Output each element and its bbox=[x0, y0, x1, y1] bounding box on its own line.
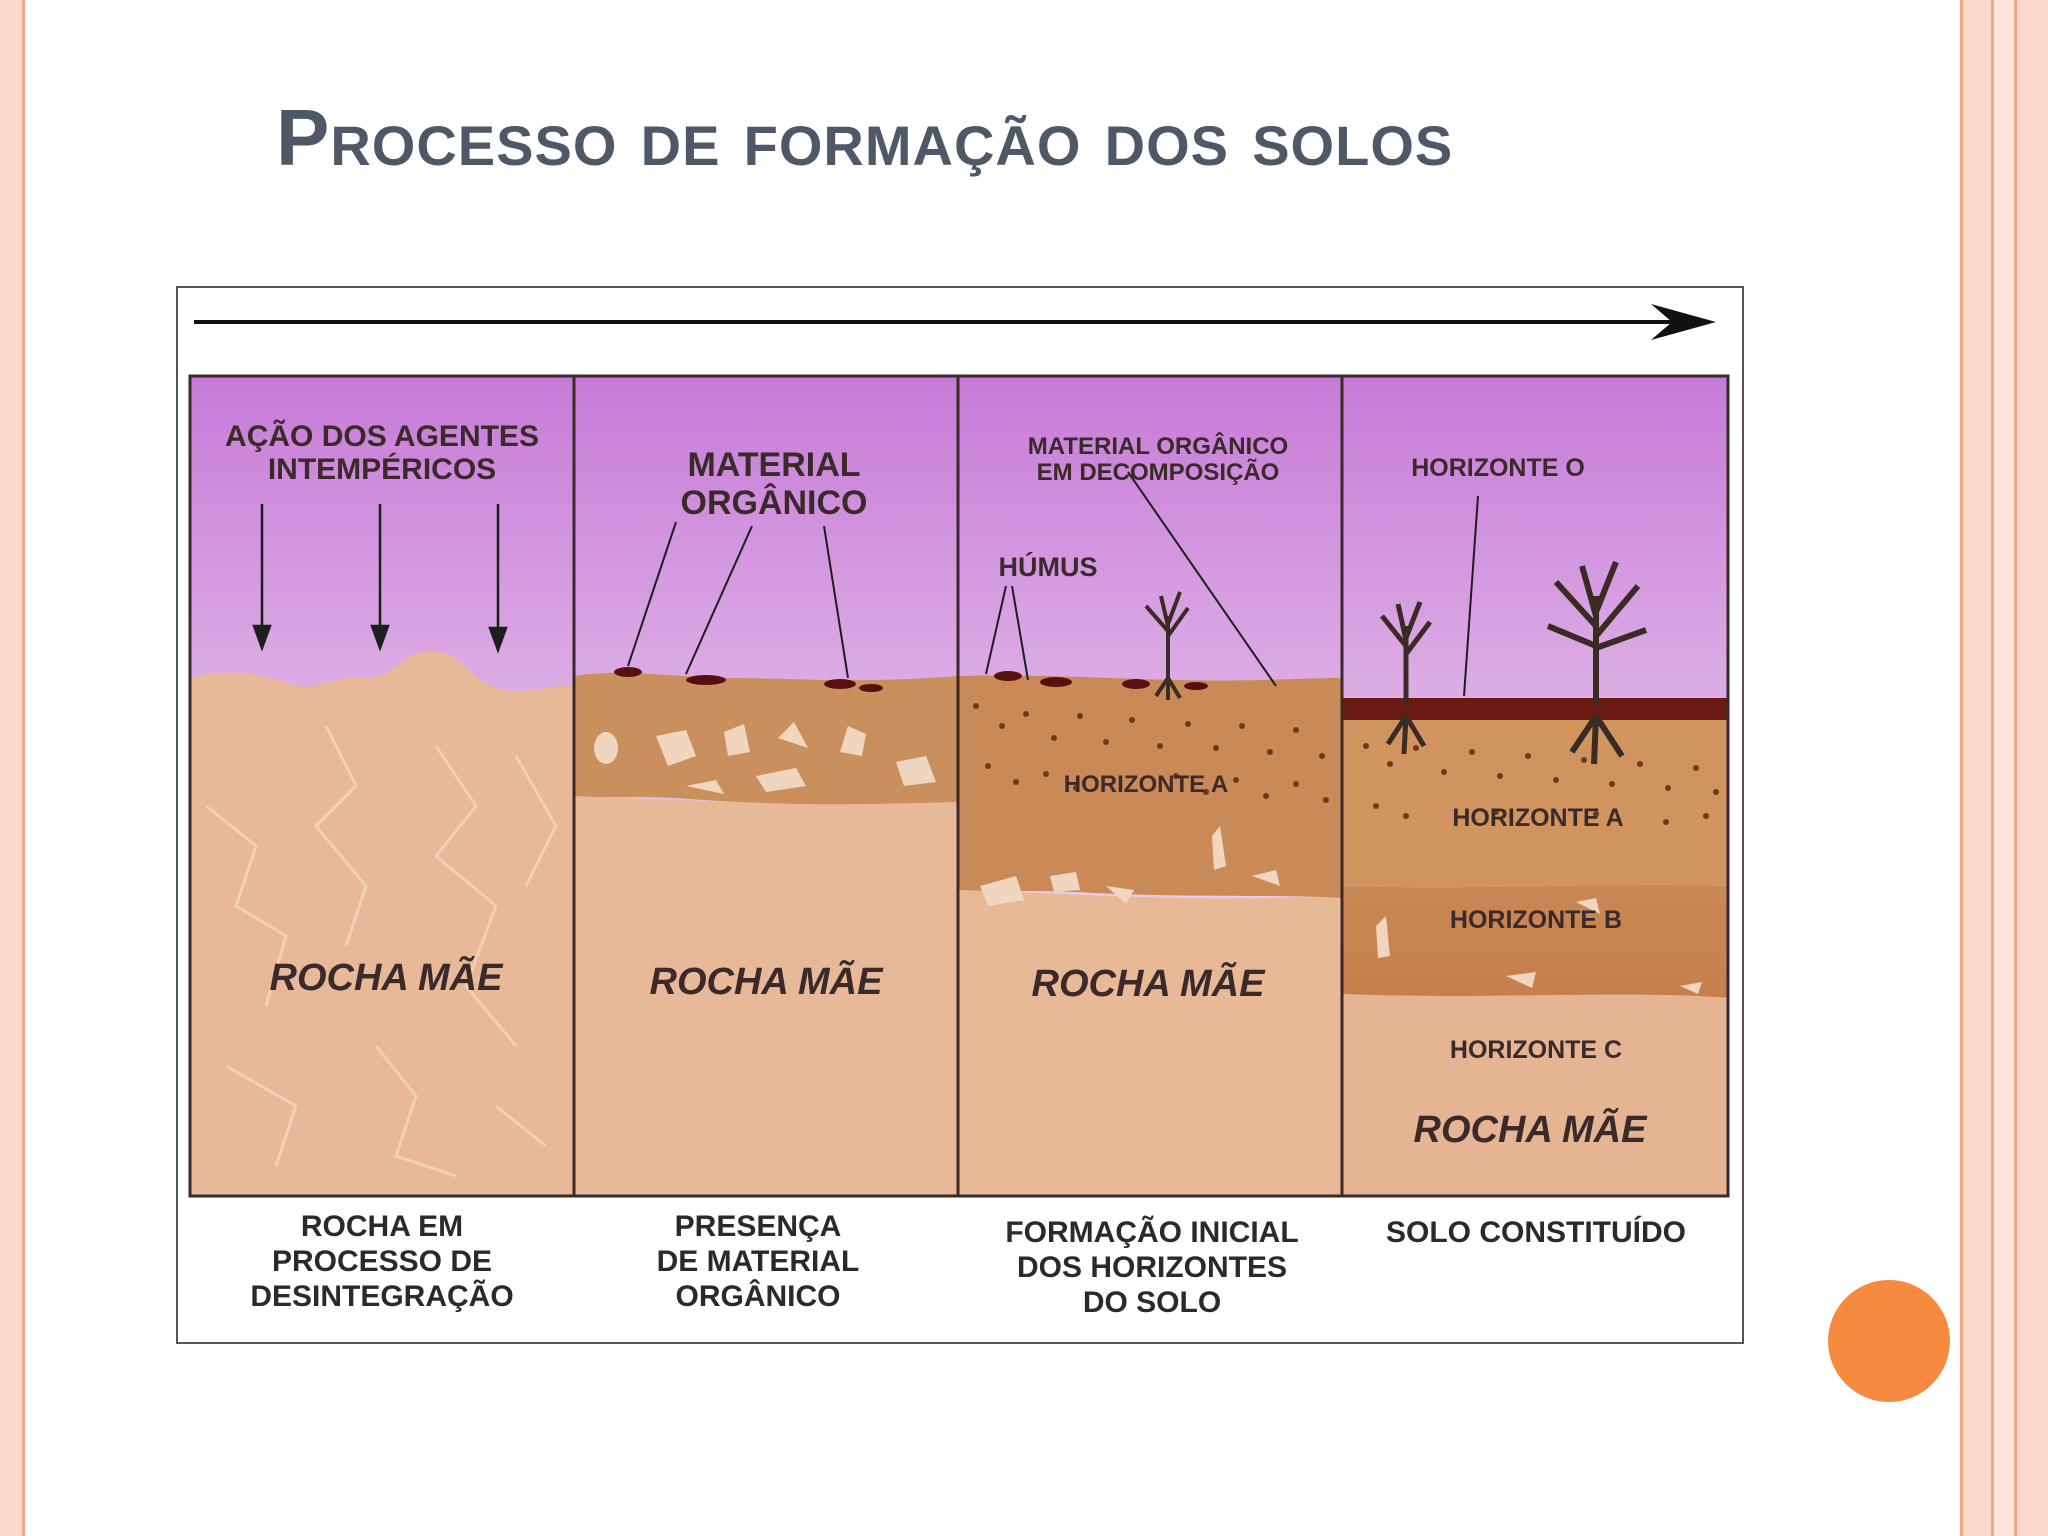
right-border-line bbox=[2014, 0, 2017, 1536]
soil-formation-diagram: AÇÃO DOS AGENTES INTEMPÉRICOS ROCHA MÃE bbox=[176, 286, 1744, 1344]
caption2-line2: DE MATERIAL bbox=[657, 1245, 860, 1278]
organic-pointer-lines bbox=[627, 521, 849, 679]
panel3-humus-label: HÚMUS bbox=[999, 551, 1098, 582]
panel4-horizon-b-label: HORIZONTE B bbox=[1450, 906, 1622, 934]
right-border-band bbox=[2017, 0, 2048, 1536]
panel1-label-line2: INTEMPÉRICOS bbox=[268, 452, 496, 486]
process-arrow bbox=[194, 304, 1716, 340]
weathering-arrows bbox=[252, 504, 508, 654]
panel3-rock-label: ROCHA MÃE bbox=[1032, 961, 1267, 1005]
panel4-horizon-a-label: HORIZONTE A bbox=[1452, 804, 1623, 832]
tree-large bbox=[1546, 560, 1648, 765]
horizon-a-layer bbox=[1342, 720, 1728, 888]
panel2-label-line1: MATERIAL bbox=[687, 446, 860, 484]
organic-dots-a bbox=[973, 703, 1329, 803]
diagram-svg: AÇÃO DOS AGENTES INTEMPÉRICOS ROCHA MÃE bbox=[176, 286, 1744, 1344]
panel4-horizon-o-label: HORIZONTE O bbox=[1411, 454, 1585, 482]
rock-fragments bbox=[1376, 898, 1702, 994]
left-border-band bbox=[0, 0, 22, 1536]
rock-fragments bbox=[594, 722, 936, 794]
rock-fragments bbox=[980, 826, 1280, 906]
panel3-label-line2: EM DECOMPOSIÇÃO bbox=[1037, 458, 1280, 486]
right-border-band bbox=[1994, 0, 2014, 1536]
left-border-line bbox=[22, 0, 25, 1536]
caption4-line1: SOLO CONSTITUÍDO bbox=[1386, 1215, 1686, 1249]
horizon-o-pointer-line bbox=[1463, 495, 1479, 697]
caption2-line1: PRESENÇA bbox=[675, 1210, 842, 1243]
panel2-rock-label: ROCHA MÃE bbox=[650, 959, 885, 1003]
panel4-rock-label: ROCHA MÃE bbox=[1414, 1107, 1649, 1151]
panel1-rock-label: ROCHA MÃE bbox=[270, 955, 505, 999]
horizon-b-layer bbox=[1342, 884, 1728, 998]
organic-dots-a bbox=[1363, 743, 1719, 825]
panel-organic-material: MATERIAL ORGÂNICO ROCHA MÃE bbox=[574, 376, 958, 1196]
slide-title: Processo de formação dos solos bbox=[276, 93, 1454, 182]
right-border-band bbox=[1963, 0, 1991, 1536]
horizon-o-layer bbox=[1342, 698, 1728, 720]
caption1-line1: ROCHA EM bbox=[301, 1210, 463, 1243]
tree-small bbox=[1380, 601, 1432, 755]
panel-captions: ROCHA EM PROCESSO DE DESINTEGRAÇÃO PRESE… bbox=[250, 1210, 1686, 1319]
caption1-line3: DESINTEGRAÇÃO bbox=[250, 1279, 513, 1313]
panel-initial-horizons: MATERIAL ORGÂNICO EM DECOMPOSIÇÃO HÚMUS … bbox=[958, 376, 1342, 1196]
small-tree bbox=[1144, 591, 1190, 700]
right-border-line bbox=[1960, 0, 1963, 1536]
panel2-label-line2: ORGÂNICO bbox=[681, 484, 868, 522]
panel-rock-disintegration: AÇÃO DOS AGENTES INTEMPÉRICOS ROCHA MÃE bbox=[190, 376, 574, 1196]
horizon3-pointer-lines bbox=[985, 471, 1277, 687]
panel-borders bbox=[188, 374, 1730, 1198]
panel-constituted-soil: HORIZONTE O HORIZONTE A HORIZONTE B HORI… bbox=[1342, 376, 1728, 1196]
rock-cracks bbox=[205, 725, 558, 1178]
organic-debris bbox=[614, 667, 883, 692]
right-border-line bbox=[1991, 0, 1994, 1536]
panel1-label-line1: AÇÃO DOS AGENTES bbox=[225, 419, 539, 453]
caption3-line2: DOS HORIZONTES bbox=[1017, 1251, 1287, 1284]
panel4-horizon-c-label: HORIZONTE C bbox=[1450, 1036, 1622, 1064]
caption2-line3: ORGÂNICO bbox=[676, 1279, 841, 1313]
horizon-c-layer bbox=[1342, 994, 1728, 1196]
accent-circle bbox=[1828, 1280, 1950, 1402]
caption3-line1: FORMAÇÃO INICIAL bbox=[1005, 1215, 1298, 1249]
panel3-horizon-a-label: HORIZONTE A bbox=[1064, 771, 1228, 798]
panel3-label-line1: MATERIAL ORGÂNICO bbox=[1028, 432, 1288, 460]
caption3-line3: DO SOLO bbox=[1083, 1286, 1221, 1319]
caption1-line2: PROCESSO DE bbox=[272, 1245, 492, 1278]
humus-debris bbox=[994, 671, 1208, 690]
